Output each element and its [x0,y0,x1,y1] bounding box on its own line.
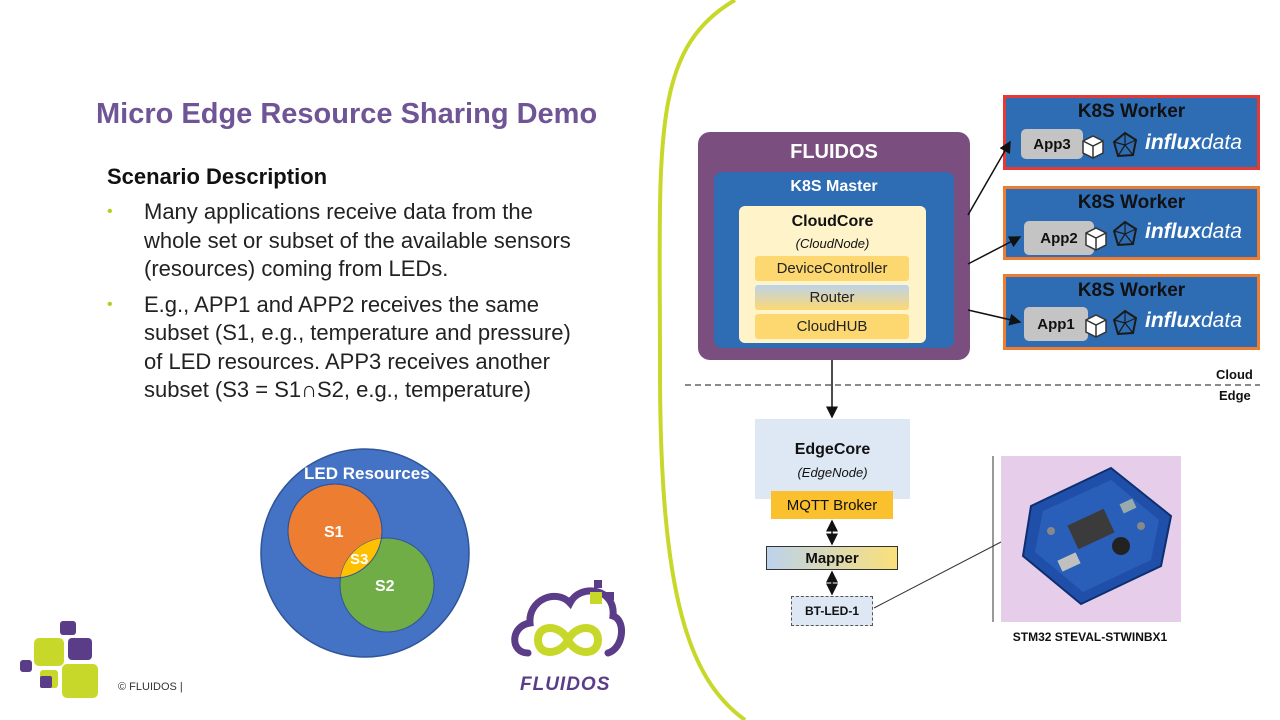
bullet-item: • Many applications receive data from the… [107,198,577,284]
scenario-bullets: • Many applications receive data from the… [107,198,577,412]
cloudhub-box: CloudHUB [755,314,909,339]
scenario-subtitle: Scenario Description [107,164,328,189]
copyright-text: © FLUIDOS | [118,681,183,693]
influxdb-logo-icon [1112,309,1138,336]
mapper-box: Mapper [766,546,898,570]
worker-label: K8S Worker [1077,280,1186,301]
package-icon [1082,135,1104,159]
k8s-worker-app1: K8S Worker App1 [1003,274,1260,350]
bullet-item: • E.g., APP1 and APP2 receives the same s… [107,291,577,405]
fluidos-label: FLUIDOS [790,141,878,163]
venn-s1-label: S1 [324,524,344,541]
edgenode-label: (EdgeNode) [797,465,868,480]
s3-intersection [340,538,382,578]
app3-box: App3 [1021,129,1083,159]
k8s-master-label: K8S Master [790,178,878,195]
app1-box: App1 [1024,307,1088,341]
bt-led-box: BT-LED-1 [791,596,873,626]
edge-label: Edge [1219,388,1251,403]
edgecore-box [755,419,910,499]
package-icon [1085,314,1107,338]
device-photo [1001,456,1181,622]
influxdata-logo-text: influxdata [1145,131,1242,154]
k8s-worker-app2: K8S Worker App2 [1003,186,1260,260]
worker-label: K8S Worker [1077,101,1186,122]
page-title: Micro Edge Resource Sharing Demo [96,98,598,130]
bullet-text: Many applications receive data from the … [144,199,571,281]
venn-s3-label: S3 [350,551,369,568]
influxdb-logo-icon [1112,220,1138,247]
stm32-board-icon [1021,466,1173,606]
venn-outer-label: LED Resources [304,464,430,483]
influxdata-logo-text: influxdata [1145,220,1242,243]
edgecore-label: EdgeCore [794,441,871,458]
package-icon [1085,227,1107,251]
devicecontroller-box: DeviceController [755,256,909,281]
venn-diagram [260,448,470,658]
bullet-dot-icon: • [107,295,113,313]
cloudnode-label: (CloudNode) [795,236,870,251]
fluidos-cloud-logo-icon [511,580,625,657]
influxdata-logo-text: influxdata [1145,309,1242,332]
cloudcore-label: CloudCore [791,213,874,230]
worker-label: K8S Worker [1077,192,1186,213]
bullet-dot-icon: • [107,203,113,220]
router-box: Router [755,285,909,310]
cloud-label: Cloud [1216,367,1253,382]
fluidos-squares-logo-icon [20,621,98,698]
mqtt-broker-box: MQTT Broker [771,491,893,519]
k8s-worker-app3: K8S Worker App3 [1003,95,1260,170]
influxdb-logo-icon [1112,131,1138,158]
app2-box: App2 [1024,221,1094,255]
bullet-text: E.g., APP1 and APP2 receives the same su… [144,291,571,403]
fluidos-logo-text: FLUIDOS [520,674,611,695]
device-caption: STM32 STEVAL-STWINBX1 [1012,630,1168,644]
venn-s2-label: S2 [375,578,395,595]
